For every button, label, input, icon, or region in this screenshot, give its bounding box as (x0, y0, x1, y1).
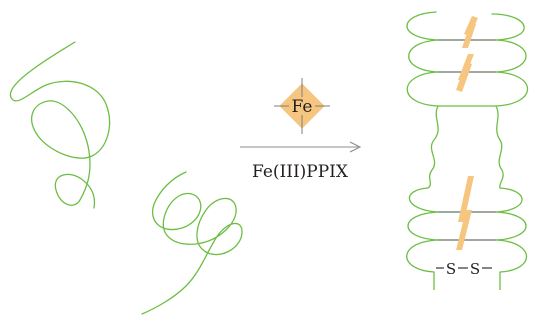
reaction-arrow-icon (240, 141, 362, 153)
loop-6 (406, 239, 439, 273)
unfolded-peptide-upper (9, 41, 111, 209)
loop-3 (406, 71, 528, 107)
heme-plate-5 (458, 176, 474, 222)
fe-diamond-icon: Fe (274, 78, 330, 134)
unfolded-peptide-lower (141, 171, 243, 315)
peptide-strand-upper (9, 41, 111, 209)
fe-label: Fe (292, 97, 313, 117)
loop-6-right (495, 239, 528, 273)
disulfide-bridge: S S (436, 260, 492, 278)
fe-label-backdrop (289, 97, 315, 115)
strand-left-column (427, 105, 439, 189)
disulfide-s2: S (470, 260, 480, 278)
reaction-arrow-head (349, 141, 362, 153)
heme-plate-3 (464, 16, 478, 36)
folded-complex: S S (406, 11, 528, 290)
strand-right-column (495, 105, 504, 189)
heme-plate-4 (456, 62, 472, 92)
peptide-strand-lower (141, 171, 243, 315)
reagent-label: Fe(III)PPIX (252, 162, 349, 182)
disulfide-s1: S (446, 260, 456, 278)
loop-1 (406, 11, 525, 41)
heme-plate-6 (456, 210, 472, 250)
